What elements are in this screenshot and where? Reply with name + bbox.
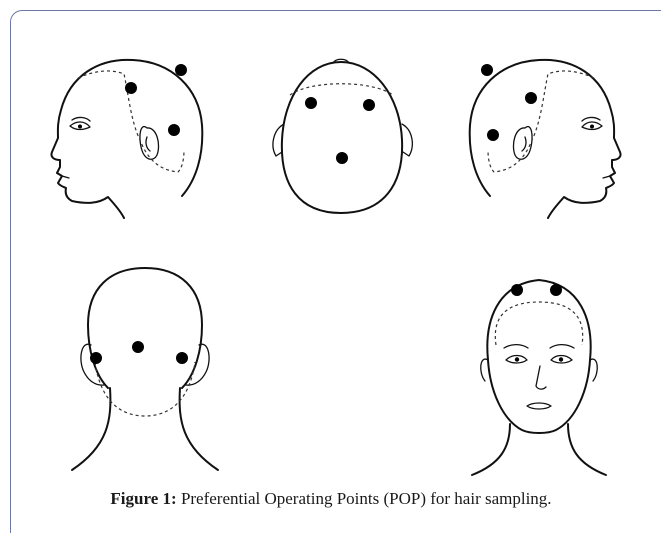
sampling-point (511, 284, 523, 296)
sampling-point (90, 352, 102, 364)
sampling-point (176, 352, 188, 364)
sampling-point (305, 97, 317, 109)
sampling-point (525, 92, 537, 104)
sampling-point (363, 99, 375, 111)
sampling-point (487, 129, 499, 141)
head-front-view (472, 280, 606, 475)
sampling-point (481, 64, 493, 76)
sampling-point (175, 64, 187, 76)
figure-caption-text: Preferential Operating Points (POP) for … (177, 489, 552, 508)
sampling-point (132, 341, 144, 353)
sampling-point (168, 124, 180, 136)
sampling-point (125, 82, 137, 94)
head-top-view (273, 59, 412, 213)
sampling-point (550, 284, 562, 296)
head-right-profile (470, 60, 621, 218)
figure-caption-label: Figure 1: (110, 489, 176, 508)
head-left-profile (51, 60, 202, 218)
figure-caption: Figure 1: Preferential Operating Points … (0, 489, 662, 509)
sampling-point (336, 152, 348, 164)
head-back-view (72, 268, 218, 470)
